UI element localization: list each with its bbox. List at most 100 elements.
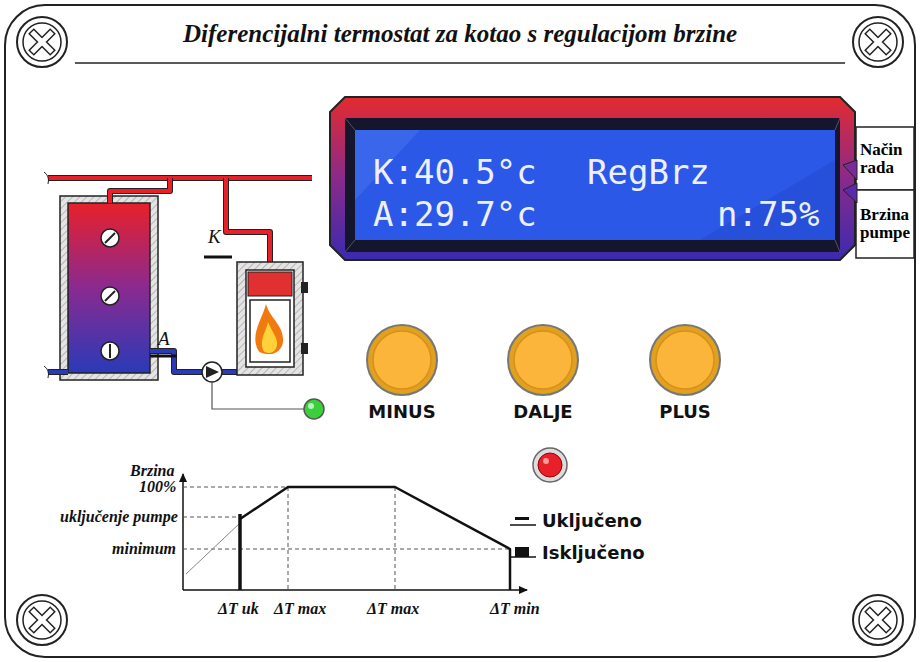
button-ring <box>367 325 437 395</box>
axis-label: Brzina <box>130 462 174 480</box>
legend-entry: Isključeno <box>508 540 645 564</box>
button-cap <box>483 323 603 399</box>
callout-box: Brzina pumpe <box>857 191 913 257</box>
button-cap <box>342 323 462 399</box>
corner-screw-part-part <box>23 23 61 61</box>
button-face <box>514 331 572 389</box>
legend-sample-line <box>510 524 536 526</box>
lcd-display: K:40.5°cRegBrzA:29.7°cn:75% <box>355 130 835 240</box>
pump-symbol-part <box>206 366 219 378</box>
callout-text: Brzina pumpe <box>860 206 910 242</box>
corner-screw-part-part <box>32 32 52 52</box>
legend-sample <box>508 508 538 532</box>
callout-box: Način rada <box>857 128 913 189</box>
speed-graph-part-part <box>288 487 289 590</box>
storage-tank-part <box>68 203 150 373</box>
lcd-bezel-part <box>345 240 355 252</box>
legend-text: Isključeno <box>542 542 645 563</box>
tank-gauge-part <box>109 344 111 358</box>
status-led-part <box>533 448 567 482</box>
tank-gauge <box>101 229 119 360</box>
boiler-part <box>250 300 290 362</box>
boiler-part <box>301 343 308 354</box>
hot-pipe <box>48 178 312 270</box>
boiler-part <box>255 304 283 354</box>
lcd-bezel-part <box>835 118 840 130</box>
corner-screw-part-part <box>867 31 889 53</box>
legend-sample-mark <box>515 547 529 557</box>
corner-screw <box>17 17 903 645</box>
corner-screw-part <box>853 595 903 645</box>
legend-sample <box>508 540 538 564</box>
hot-pipe-part <box>48 176 312 180</box>
hot-pipe-part <box>110 178 170 203</box>
speed-graph-part-part <box>183 517 240 518</box>
corner-screw-part-part <box>867 609 889 631</box>
temperature-sensor-part <box>204 256 232 259</box>
hot-pipe-part <box>110 178 170 203</box>
boiler-part <box>246 270 294 367</box>
speed-graph-part-part <box>183 549 510 550</box>
pump-symbol <box>202 362 304 409</box>
lcd-bezel-part <box>700 160 835 240</box>
corner-screw-part-part <box>853 595 903 645</box>
lcd-bezel-part <box>355 130 835 240</box>
pipe-break <box>44 366 49 378</box>
callout-tab-part <box>856 190 914 258</box>
lcd-bezel-part <box>345 118 840 252</box>
boiler-part <box>301 282 308 293</box>
tank-gauge-part <box>101 342 119 360</box>
lcd-bezel-part <box>835 240 840 252</box>
lcd-bezel-part <box>345 118 355 130</box>
lcd-bezel-part <box>330 97 855 260</box>
corner-screw-part-part <box>859 601 897 639</box>
cold-pipe-part <box>150 351 202 372</box>
corner-screw-part-part <box>17 595 67 645</box>
callout-tab <box>843 127 914 258</box>
legend-text: Uključeno <box>542 510 642 531</box>
speed-graph-part <box>238 514 242 590</box>
cold-pipe-part <box>48 370 68 374</box>
panel-housing-part <box>5 5 915 657</box>
button-label: MINUS <box>342 401 462 422</box>
tank-gauge-part <box>101 287 119 305</box>
button-ring <box>508 325 578 395</box>
corner-screw-part <box>17 17 67 67</box>
speed-graph-part <box>182 474 184 590</box>
corner-screw-part-part <box>31 31 53 53</box>
corner-screw-part-part <box>868 32 888 52</box>
button-face <box>373 331 431 389</box>
corner-screw-part-part <box>31 609 53 631</box>
cold-pipe-part <box>48 369 68 375</box>
corner-screw-part-part <box>23 601 61 639</box>
boiler <box>237 262 308 375</box>
sensor-label: A <box>158 328 170 350</box>
lcd-reading: K:40.5°c <box>373 152 537 192</box>
corner-screw-part-part <box>868 610 888 630</box>
boiler-part <box>262 322 277 353</box>
speed-graph-part <box>240 487 510 590</box>
panel-housing <box>5 5 915 657</box>
storage-tank-part <box>60 196 158 380</box>
panel-title: Diferencijalni termostat za kotao s regu… <box>183 20 737 48</box>
callout-tab-part <box>843 160 857 180</box>
boiler-part <box>248 272 292 296</box>
temperature-sensor-part <box>150 355 177 358</box>
tank-gauge-part <box>105 291 115 301</box>
speed-graph-part-part <box>395 487 396 590</box>
status-led-part <box>304 399 324 419</box>
tank-gauge-part <box>101 229 119 247</box>
callout-tab-part <box>843 183 857 203</box>
lcd-reading: A:29.7°c <box>373 194 537 234</box>
axis-value: ΔT max <box>274 600 326 618</box>
status-led-part <box>538 453 562 477</box>
status-led-part <box>543 458 549 464</box>
axis-value: ΔT max <box>367 600 419 618</box>
legend-entry: Uključeno <box>508 508 642 532</box>
corner-screw-part-part <box>32 610 52 630</box>
speed-graph <box>183 474 527 590</box>
temperature-sensor <box>150 257 232 356</box>
